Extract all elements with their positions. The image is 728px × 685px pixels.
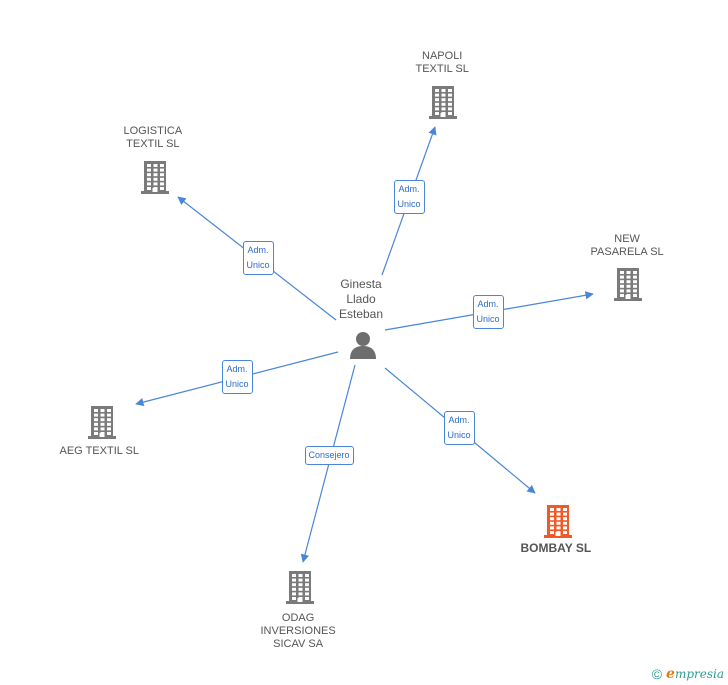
- relation-label-logistica-line: Unico: [246, 260, 270, 270]
- company-name-logistica-line: TEXTIL SL: [126, 138, 180, 150]
- relation-label-new-pasarela: Adm. Unico: [472, 295, 504, 329]
- relation-label-napoli: Adm. Unico: [393, 180, 425, 214]
- relation-label-bombay-line: Adm.: [448, 415, 470, 425]
- footer-brand: © empresia: [652, 666, 724, 682]
- person-name-line: Ginesta: [340, 277, 382, 291]
- company-name-new-pasarela-line: PASARELA SL: [590, 246, 664, 258]
- building-icon-odag: [286, 571, 314, 604]
- company-name-odag-line: SICAV SA: [273, 638, 324, 650]
- relation-label-new-pasarela-line: Unico: [476, 314, 500, 324]
- relation-label-bombay-line: Unico: [447, 430, 471, 440]
- relation-label-odag-line: Consejero: [308, 449, 350, 460]
- building-icon-logistica: [141, 161, 169, 194]
- relation-label-new-pasarela-line: Adm.: [477, 299, 499, 309]
- company-name-new-pasarela-line: NEW: [614, 233, 640, 245]
- company-name-bombay: BOMBAY SL: [521, 542, 592, 555]
- company-name-logistica-line: LOGISTICA: [123, 125, 183, 137]
- company-name-aeg: AEG TEXTIL SL: [60, 445, 139, 458]
- person-name-line: Llado: [346, 292, 376, 306]
- building-icon-new-pasarela: [614, 268, 642, 301]
- company-name-aeg-line: AEG TEXTIL SL: [59, 445, 139, 457]
- company-name-odag-line: ODAG: [281, 612, 315, 624]
- company-name-napoli-line: NAPOLI: [422, 50, 463, 62]
- relation-label-napoli-line: Unico: [397, 199, 421, 209]
- relation-label-napoli-line: Adm.: [398, 184, 420, 194]
- copyright-icon: ©: [651, 666, 663, 682]
- company-name-odag-line: INVERSIONES: [260, 625, 336, 637]
- relation-label-logistica: Adm. Unico: [242, 241, 274, 275]
- relation-label-odag: Consejero: [304, 445, 354, 465]
- brand-initial: e: [666, 666, 675, 682]
- company-name-napoli-line: TEXTIL SL: [415, 63, 469, 75]
- relation-label-aeg-line: Adm.: [226, 364, 248, 374]
- relation-label-aeg-line: Unico: [225, 379, 249, 389]
- relation-label-bombay: Adm. Unico: [443, 411, 475, 445]
- building-icon-napoli: [429, 86, 457, 119]
- company-name-bombay-line: BOMBAY SL: [520, 541, 592, 555]
- building-icon-aeg: [88, 406, 116, 439]
- brand-name: mpresia: [674, 667, 724, 681]
- relation-label-aeg: Adm. Unico: [221, 360, 253, 394]
- person-name-line: Esteban: [339, 307, 384, 321]
- building-icon-bombay: [544, 505, 572, 538]
- relation-label-logistica-line: Adm.: [247, 245, 269, 255]
- person-icon: [350, 332, 376, 359]
- brand-logo: empresia: [666, 666, 724, 682]
